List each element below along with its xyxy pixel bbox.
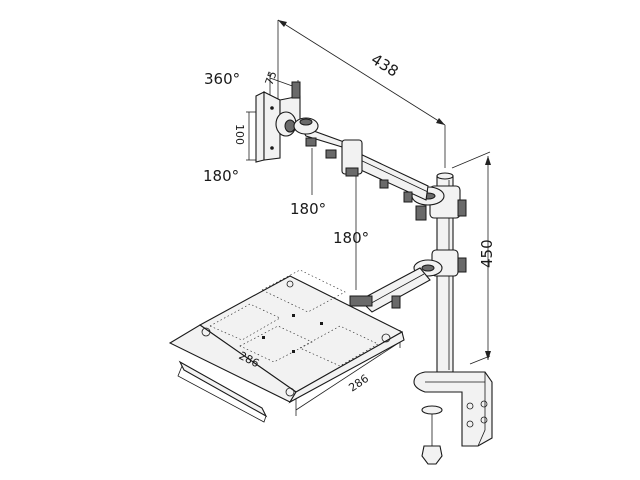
label-rotation-360: 360° bbox=[204, 70, 240, 88]
label-rotation-180-arm: 180° bbox=[290, 200, 326, 218]
label-width-total: 438 bbox=[368, 50, 402, 80]
label-rotation-180-lower: 180° bbox=[333, 229, 369, 247]
laptop-tray bbox=[168, 269, 405, 423]
label-height-total: 450 bbox=[478, 239, 496, 268]
label-tray-width: 286 bbox=[346, 372, 371, 395]
dimension-lines bbox=[199, 19, 491, 416]
upper-arm bbox=[298, 124, 429, 203]
desk-clamp bbox=[413, 371, 493, 465]
label-vesa-height: 100 bbox=[233, 124, 246, 145]
vesa-head bbox=[255, 81, 319, 163]
label-rotation-180-left: 180° bbox=[203, 167, 239, 185]
lower-arm bbox=[349, 249, 467, 313]
label-vesa-width: 75 bbox=[263, 69, 280, 87]
